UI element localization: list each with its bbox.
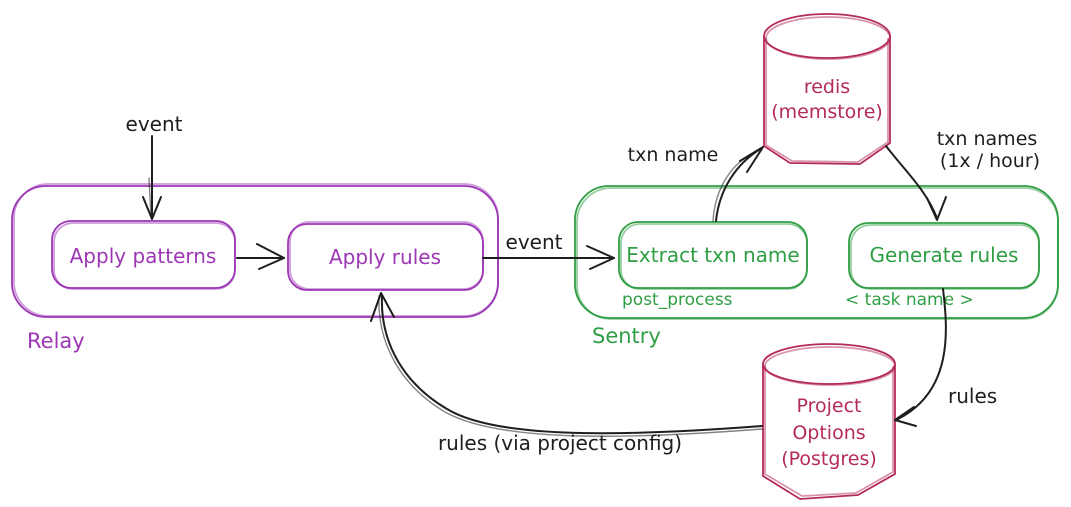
extract-txn-name-label: Extract txn name bbox=[626, 243, 799, 267]
postgres-cylinder-body-sketch bbox=[764, 366, 894, 497]
extract-to-redis-arrowhead bbox=[739, 146, 764, 173]
postgres-to-relay-arrow-sketch bbox=[378, 295, 763, 437]
redis-label: redis bbox=[804, 76, 850, 98]
event-in-arrowhead bbox=[142, 196, 162, 220]
event-between-label: event bbox=[506, 230, 563, 254]
txn-names-label-line1: txn names bbox=[937, 128, 1038, 150]
apply-rules-label: Apply rules bbox=[329, 245, 441, 269]
txn-names-label-line2: (1x / hour) bbox=[940, 150, 1040, 172]
redis-cylinder-top bbox=[763, 13, 891, 59]
apply-patterns-label: Apply patterns bbox=[70, 244, 217, 268]
postgres-label: (Postgres) bbox=[781, 448, 877, 470]
sentry-group: Extract txn name post_process Generate r… bbox=[574, 185, 1059, 348]
txn-name-label: txn name bbox=[628, 144, 719, 166]
edges-group: event event txn name txn names (1x / hou… bbox=[126, 112, 1041, 455]
options-label: Options bbox=[792, 422, 865, 444]
generate-rules-label: Generate rules bbox=[870, 243, 1019, 267]
relay-container-sketch bbox=[13, 183, 499, 317]
generate-to-postgres-arrow bbox=[897, 288, 947, 420]
apply-rules-node-sketch bbox=[289, 221, 484, 290]
event-in-label: event bbox=[126, 112, 183, 136]
apply-patterns-node-sketch bbox=[53, 222, 236, 290]
extract-txn-name-node-sketch bbox=[620, 223, 808, 290]
relay-to-sentry-arrowhead bbox=[586, 245, 615, 270]
memstore-label: (memstore) bbox=[771, 101, 883, 123]
redis-store: redis (memstore) bbox=[763, 13, 891, 165]
generate-rules-node-sketch bbox=[850, 224, 1040, 290]
rules-via-config-label: rules (via project config) bbox=[438, 431, 682, 455]
patterns-to-rules-arrowhead bbox=[256, 243, 285, 270]
sentry-container-sketch bbox=[576, 187, 1059, 320]
event-in-arrow-sketch bbox=[148, 177, 152, 219]
redis-cylinder-top-sketch bbox=[765, 16, 891, 60]
post-process-label: post_process bbox=[622, 290, 733, 310]
postgres-cylinder-top-sketch bbox=[764, 346, 896, 386]
sentry-label: Sentry bbox=[592, 324, 661, 348]
redis-cylinder-body bbox=[763, 36, 891, 165]
postgres-to-relay-arrowhead bbox=[370, 292, 395, 322]
redis-to-generate-arrow bbox=[885, 145, 938, 219]
relay-label: Relay bbox=[27, 329, 85, 353]
redis-cylinder-body-sketch bbox=[765, 38, 889, 163]
postgres-store: Project Options (Postgres) bbox=[762, 343, 896, 500]
rules-label: rules bbox=[948, 384, 997, 408]
postgres-cylinder-body bbox=[762, 364, 896, 500]
postgres-cylinder-top bbox=[762, 343, 896, 385]
relay-group: Apply patterns Apply rules Relay bbox=[11, 183, 499, 353]
postgres-to-relay-arrow bbox=[380, 295, 763, 435]
project-label: Project bbox=[796, 395, 861, 417]
redis-to-generate-arrowhead bbox=[926, 196, 947, 221]
generate-to-postgres-arrowhead bbox=[894, 406, 917, 427]
task-name-label: < task name > bbox=[845, 290, 974, 310]
